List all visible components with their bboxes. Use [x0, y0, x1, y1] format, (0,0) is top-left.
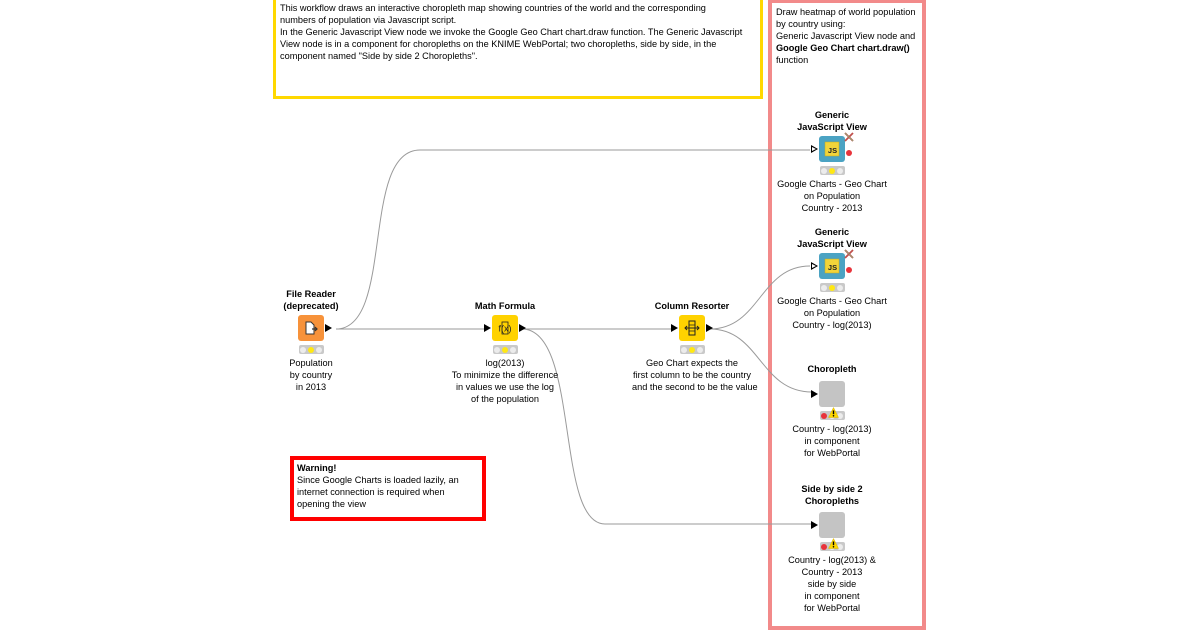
node-body[interactable] — [298, 315, 332, 341]
annotation-text: This workflow draws an interactive choro… — [280, 3, 706, 13]
javascript-icon: JS — [819, 136, 845, 162]
node-title: (deprecated) — [283, 301, 339, 311]
node-body[interactable] — [811, 381, 845, 407]
warning-icon — [827, 538, 839, 549]
svg-text:JS: JS — [828, 263, 837, 272]
input-port[interactable] — [811, 521, 818, 529]
annotation-text-bold: Google Geo Chart chart.draw() — [776, 43, 910, 53]
node-body[interactable]: f(x) — [484, 315, 526, 341]
annotation-text: Draw heatmap of world population — [776, 7, 916, 17]
warning-annotation[interactable]: Warning! Since Google Charts is loaded l… — [290, 456, 486, 521]
annotation-text: internet connection is required when — [297, 487, 445, 497]
output-port[interactable] — [519, 324, 526, 332]
node-title: JavaScript View — [797, 122, 867, 132]
node-description[interactable]: Geo Chart expects the first column to be… — [632, 358, 758, 392]
input-port[interactable] — [811, 390, 818, 398]
node-title: JavaScript View — [797, 239, 867, 249]
node-body[interactable]: JS — [811, 249, 854, 279]
node-title: Generic — [814, 110, 850, 120]
node-description[interactable]: log(2013) To minimize the difference in … — [451, 358, 559, 404]
warning-title: Warning! — [297, 463, 337, 473]
status-indicator — [492, 345, 518, 354]
node-math-formula[interactable]: Math Formula f(x) log(2013) To minimize … — [445, 300, 565, 405]
annotation-text: Generic Javascript View node and — [776, 31, 916, 41]
column-resorter-icon — [679, 315, 705, 341]
status-indicator — [298, 345, 324, 354]
node-body[interactable]: JS — [811, 132, 854, 162]
component-icon — [819, 512, 845, 538]
status-indicator — [679, 345, 705, 354]
node-column-resorter[interactable]: Column Resorter Geo Chart expects the fi… — [632, 300, 758, 393]
status-indicator — [819, 283, 845, 292]
inactive-port-icon — [844, 249, 854, 259]
node-body[interactable] — [671, 315, 713, 341]
node-title: Choropleth — [807, 364, 857, 374]
status-indicator — [819, 538, 845, 551]
node-title: Generic — [814, 227, 850, 237]
node-description[interactable]: Country - log(2013) in component for Web… — [792, 424, 872, 458]
workflow-description-annotation[interactable]: This workflow draws an interactive choro… — [273, 0, 763, 99]
input-port[interactable] — [811, 262, 818, 270]
annotation-text: opening the view — [297, 499, 366, 509]
node-generic-javascript-view-2[interactable]: Generic JavaScript View JS Google Charts… — [772, 226, 892, 331]
node-title: Math Formula — [474, 301, 536, 311]
node-title: Side by side 2 — [801, 484, 863, 494]
input-port[interactable] — [811, 145, 818, 153]
node-description[interactable]: Country - log(2013) & Country - 2013 sid… — [788, 555, 876, 613]
annotation-text: by country using: — [776, 19, 846, 29]
annotation-text: Since Google Charts is loaded lazily, an — [297, 475, 459, 485]
inactive-port-icon — [844, 132, 854, 142]
annotation-text: In the Generic Javascript View node we i… — [280, 27, 743, 37]
node-title: Choropleths — [804, 496, 860, 506]
output-port[interactable] — [706, 324, 713, 332]
status-indicator — [819, 407, 845, 420]
status-indicator — [819, 166, 845, 175]
view-port-indicator — [846, 150, 852, 156]
svg-text:JS: JS — [828, 146, 837, 155]
annotation-text: component named "Side by side 2 Chorople… — [280, 51, 478, 61]
input-port[interactable] — [484, 324, 491, 332]
view-port-indicator — [846, 267, 852, 273]
annotation-text: function — [776, 55, 809, 65]
javascript-icon: JS — [819, 253, 845, 279]
node-description[interactable]: Google Charts - Geo Chart on Population … — [777, 296, 887, 330]
node-side-by-side-choropleths-component[interactable]: Side by side 2 Choropleths Country - log… — [772, 483, 892, 614]
annotation-text: numbers of population via Javascript scr… — [280, 15, 457, 25]
annotation-text: View node is in a component for chorople… — [280, 39, 717, 49]
node-title: File Reader — [286, 289, 336, 299]
node-choropleth-component[interactable]: Choropleth Country - log(2013) in compon… — [772, 363, 892, 459]
node-generic-javascript-view-1[interactable]: Generic JavaScript View JS Google Charts… — [772, 109, 892, 214]
node-file-reader[interactable]: File Reader (deprecated) Population by c… — [251, 288, 371, 393]
math-formula-icon: f(x) — [492, 315, 518, 341]
input-port[interactable] — [671, 324, 678, 332]
component-icon — [819, 381, 845, 407]
node-title: Column Resorter — [654, 301, 730, 311]
node-description[interactable]: Population by country in 2013 — [289, 358, 333, 392]
output-port[interactable] — [325, 324, 332, 332]
file-reader-icon — [298, 315, 324, 341]
node-description[interactable]: Google Charts - Geo Chart on Population … — [777, 179, 887, 213]
svg-text:f(x): f(x) — [499, 324, 512, 334]
warning-icon — [827, 407, 839, 418]
node-body[interactable] — [811, 512, 845, 538]
